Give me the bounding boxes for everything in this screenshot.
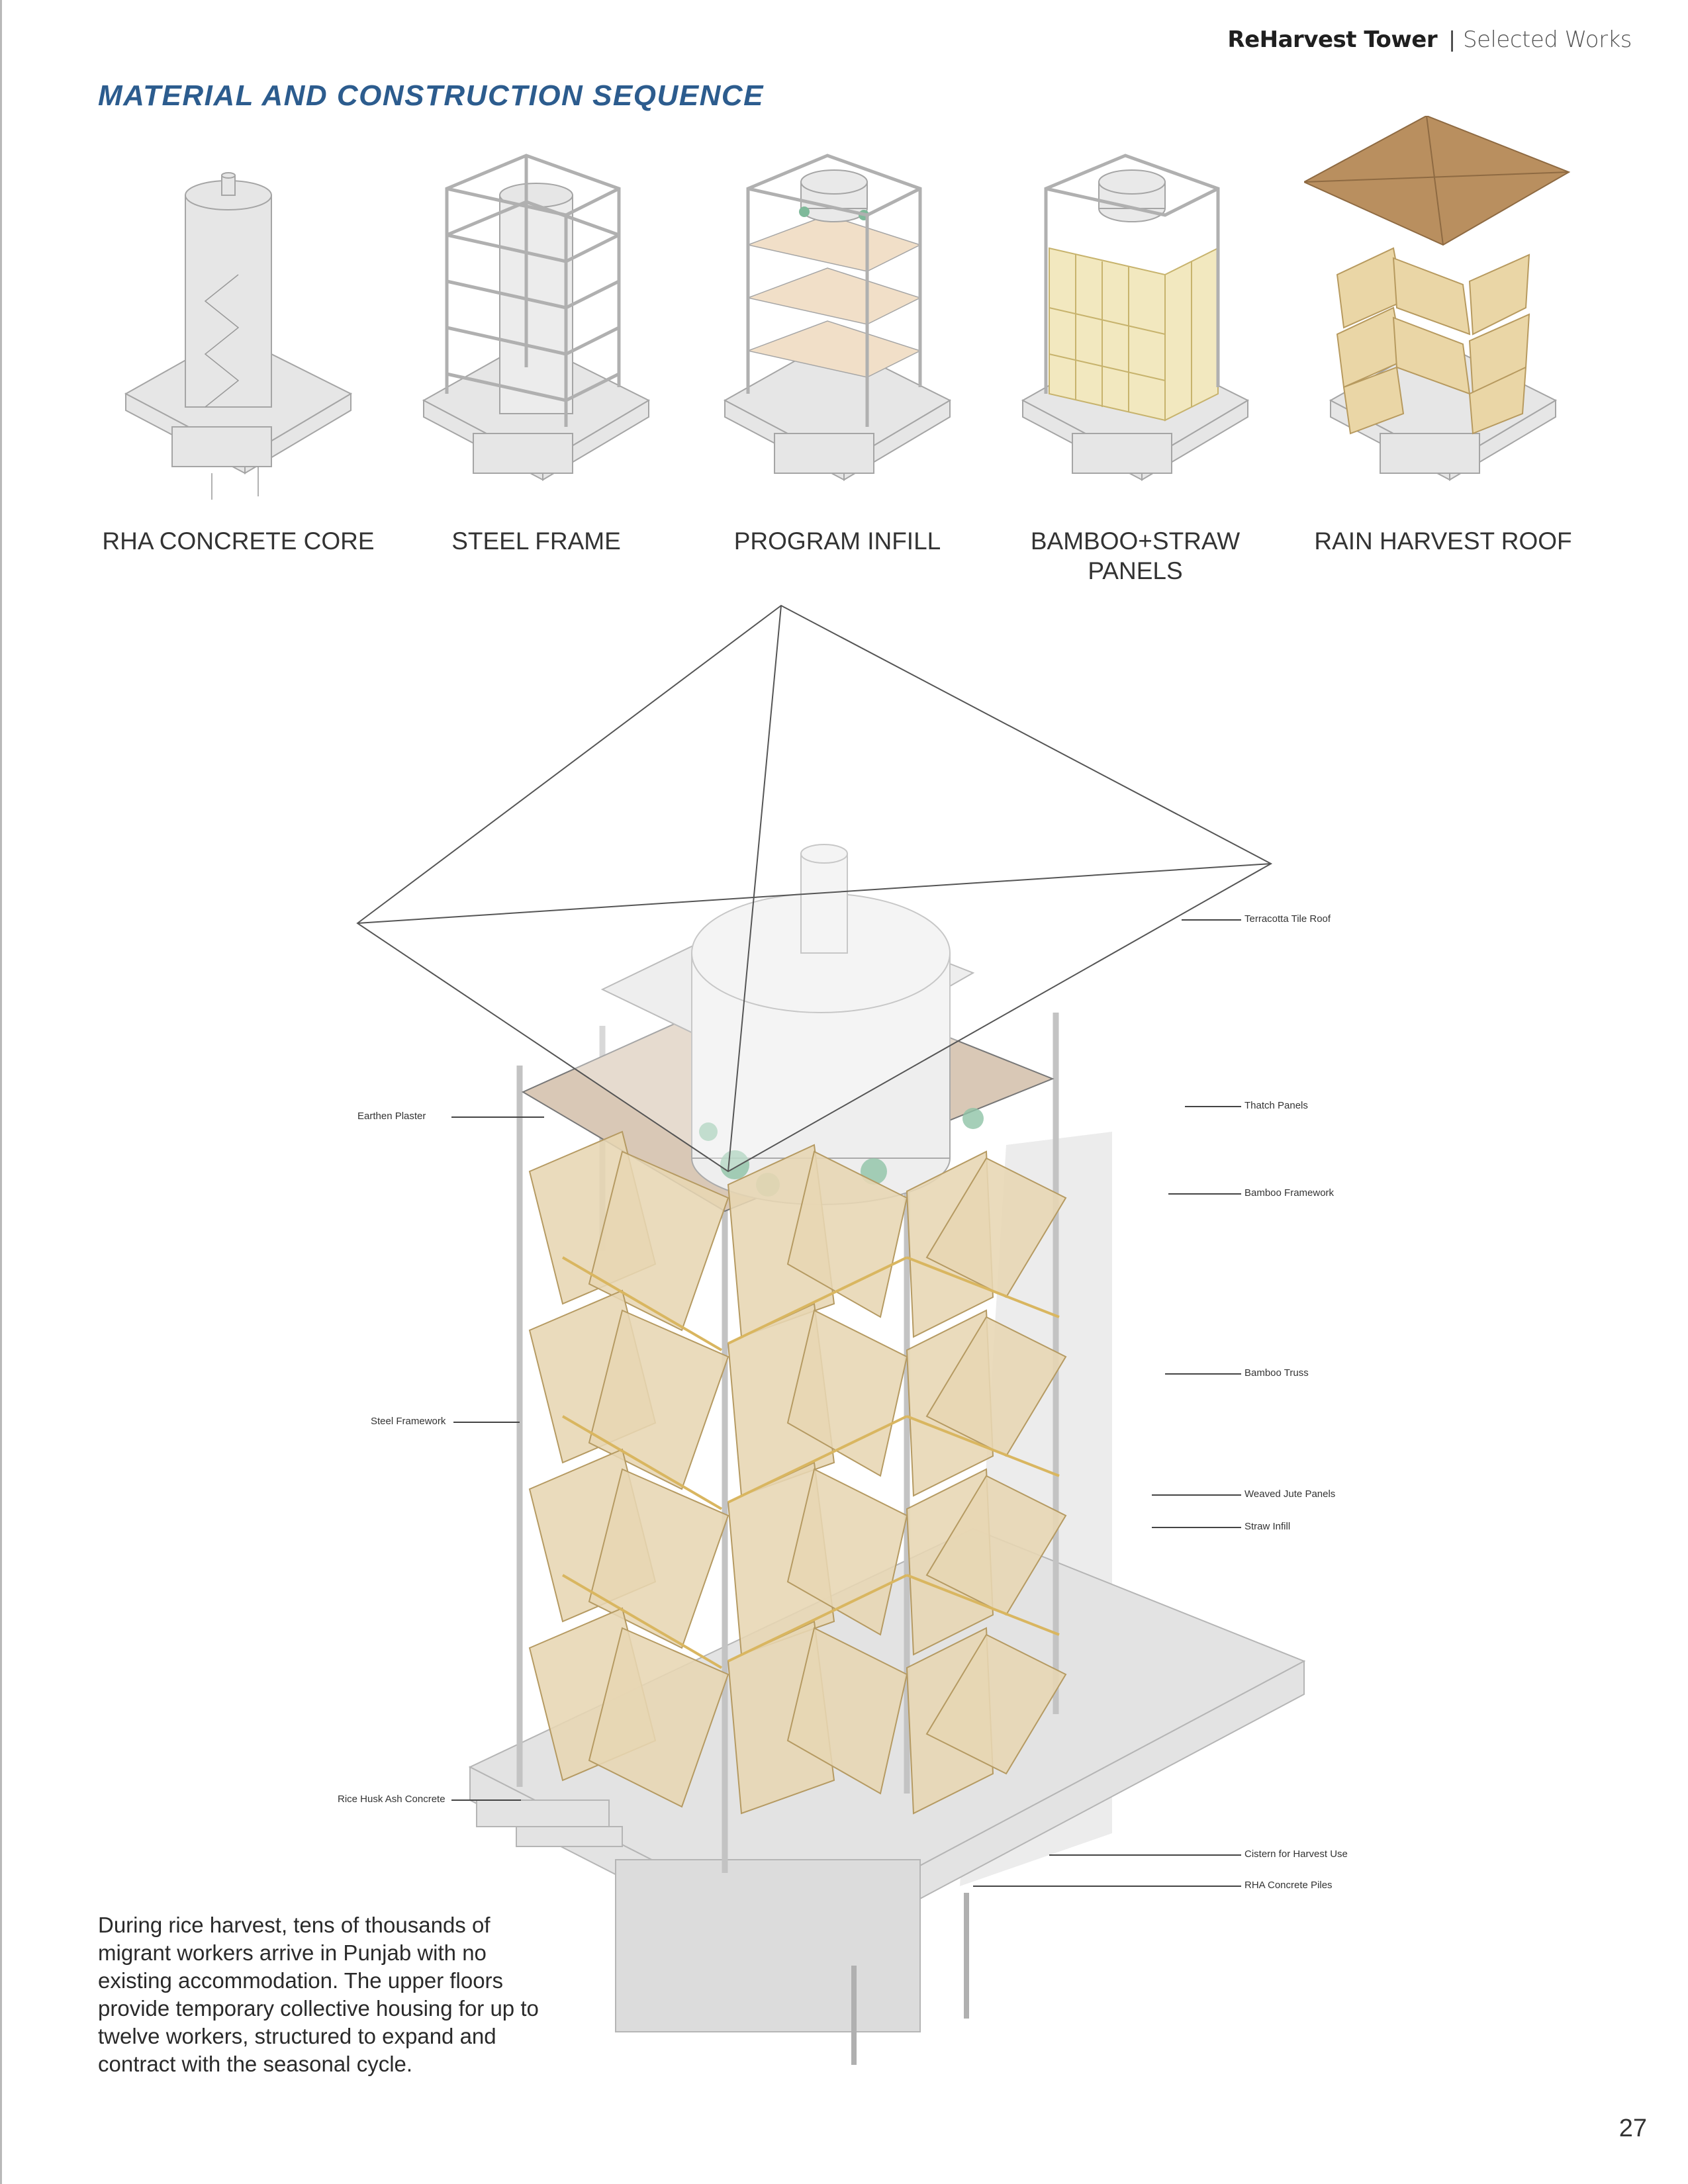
sequence-label-line2: PANELS (1088, 557, 1183, 584)
callout-steel-framework: Steel Framework (371, 1416, 446, 1427)
callout-line (1152, 1527, 1241, 1528)
sequence-diagram-steel-frame (410, 116, 662, 506)
callout-straw-infill: Straw Infill (1244, 1521, 1291, 1532)
sequence-diagram-bamboo-straw-panels (1009, 116, 1261, 506)
page-number: 27 (1618, 2115, 1647, 2142)
sequence-diagram-program-infill (712, 116, 963, 506)
callout-line (1152, 1494, 1241, 1496)
project-name: ReHarvest Tower (1227, 26, 1438, 53)
callout-bamboo-framework: Bamboo Framework (1244, 1187, 1335, 1199)
callout-line (1049, 1854, 1241, 1856)
header-separator: | (1449, 26, 1455, 52)
sequence-label-rain-harvest-roof: RAIN HARVEST ROOF (1314, 527, 1572, 555)
callout-thatch-panels: Thatch Panels (1244, 1100, 1308, 1111)
page-header: ReHarvest Tower | Selected Works (1227, 26, 1632, 53)
callout-weaved-jute-panels: Weaved Jute Panels (1244, 1488, 1336, 1500)
callout-bamboo-truss: Bamboo Truss (1244, 1367, 1309, 1379)
sequence-label-steel-frame: STEEL FRAME (451, 527, 621, 555)
page-left-rule (0, 0, 2, 2184)
callout-line (1165, 1373, 1241, 1375)
callout-cistern: Cistern for Harvest Use (1244, 1848, 1348, 1860)
callout-line (451, 1116, 544, 1118)
section-title: MATERIAL AND CONSTRUCTION SEQUENCE (98, 79, 764, 112)
sequence-label-line1: BAMBOO+STRAW (1030, 527, 1241, 555)
sequence-label-program-infill: PROGRAM INFILL (733, 527, 941, 555)
callout-rice-husk-ash-concrete: Rice Husk Ash Concrete (338, 1794, 445, 1805)
main-axonometric-drawing (311, 602, 1450, 2078)
callout-line (451, 1799, 521, 1801)
callout-line (973, 1886, 1241, 1887)
sequence-diagram-core (106, 116, 384, 506)
sequence-diagram-rain-harvest-roof (1302, 114, 1582, 506)
sequence-label-core: RHA CONCRETE CORE (102, 527, 375, 555)
sequence-label-bamboo-straw-panels: BAMBOO+STRAW PANELS (1003, 526, 1268, 586)
callout-line (1168, 1193, 1241, 1195)
callout-terracotta-tile-roof: Terracotta Tile Roof (1244, 913, 1331, 925)
callout-line (1182, 919, 1241, 921)
callout-line (1185, 1106, 1241, 1107)
callout-earthen-plaster: Earthen Plaster (357, 1111, 426, 1122)
callout-rha-piles: RHA Concrete Piles (1244, 1880, 1333, 1891)
callout-line (453, 1422, 520, 1423)
section-name: Selected Works (1462, 26, 1632, 53)
body-paragraph: During rice harvest, tens of thousands o… (98, 1913, 539, 2076)
